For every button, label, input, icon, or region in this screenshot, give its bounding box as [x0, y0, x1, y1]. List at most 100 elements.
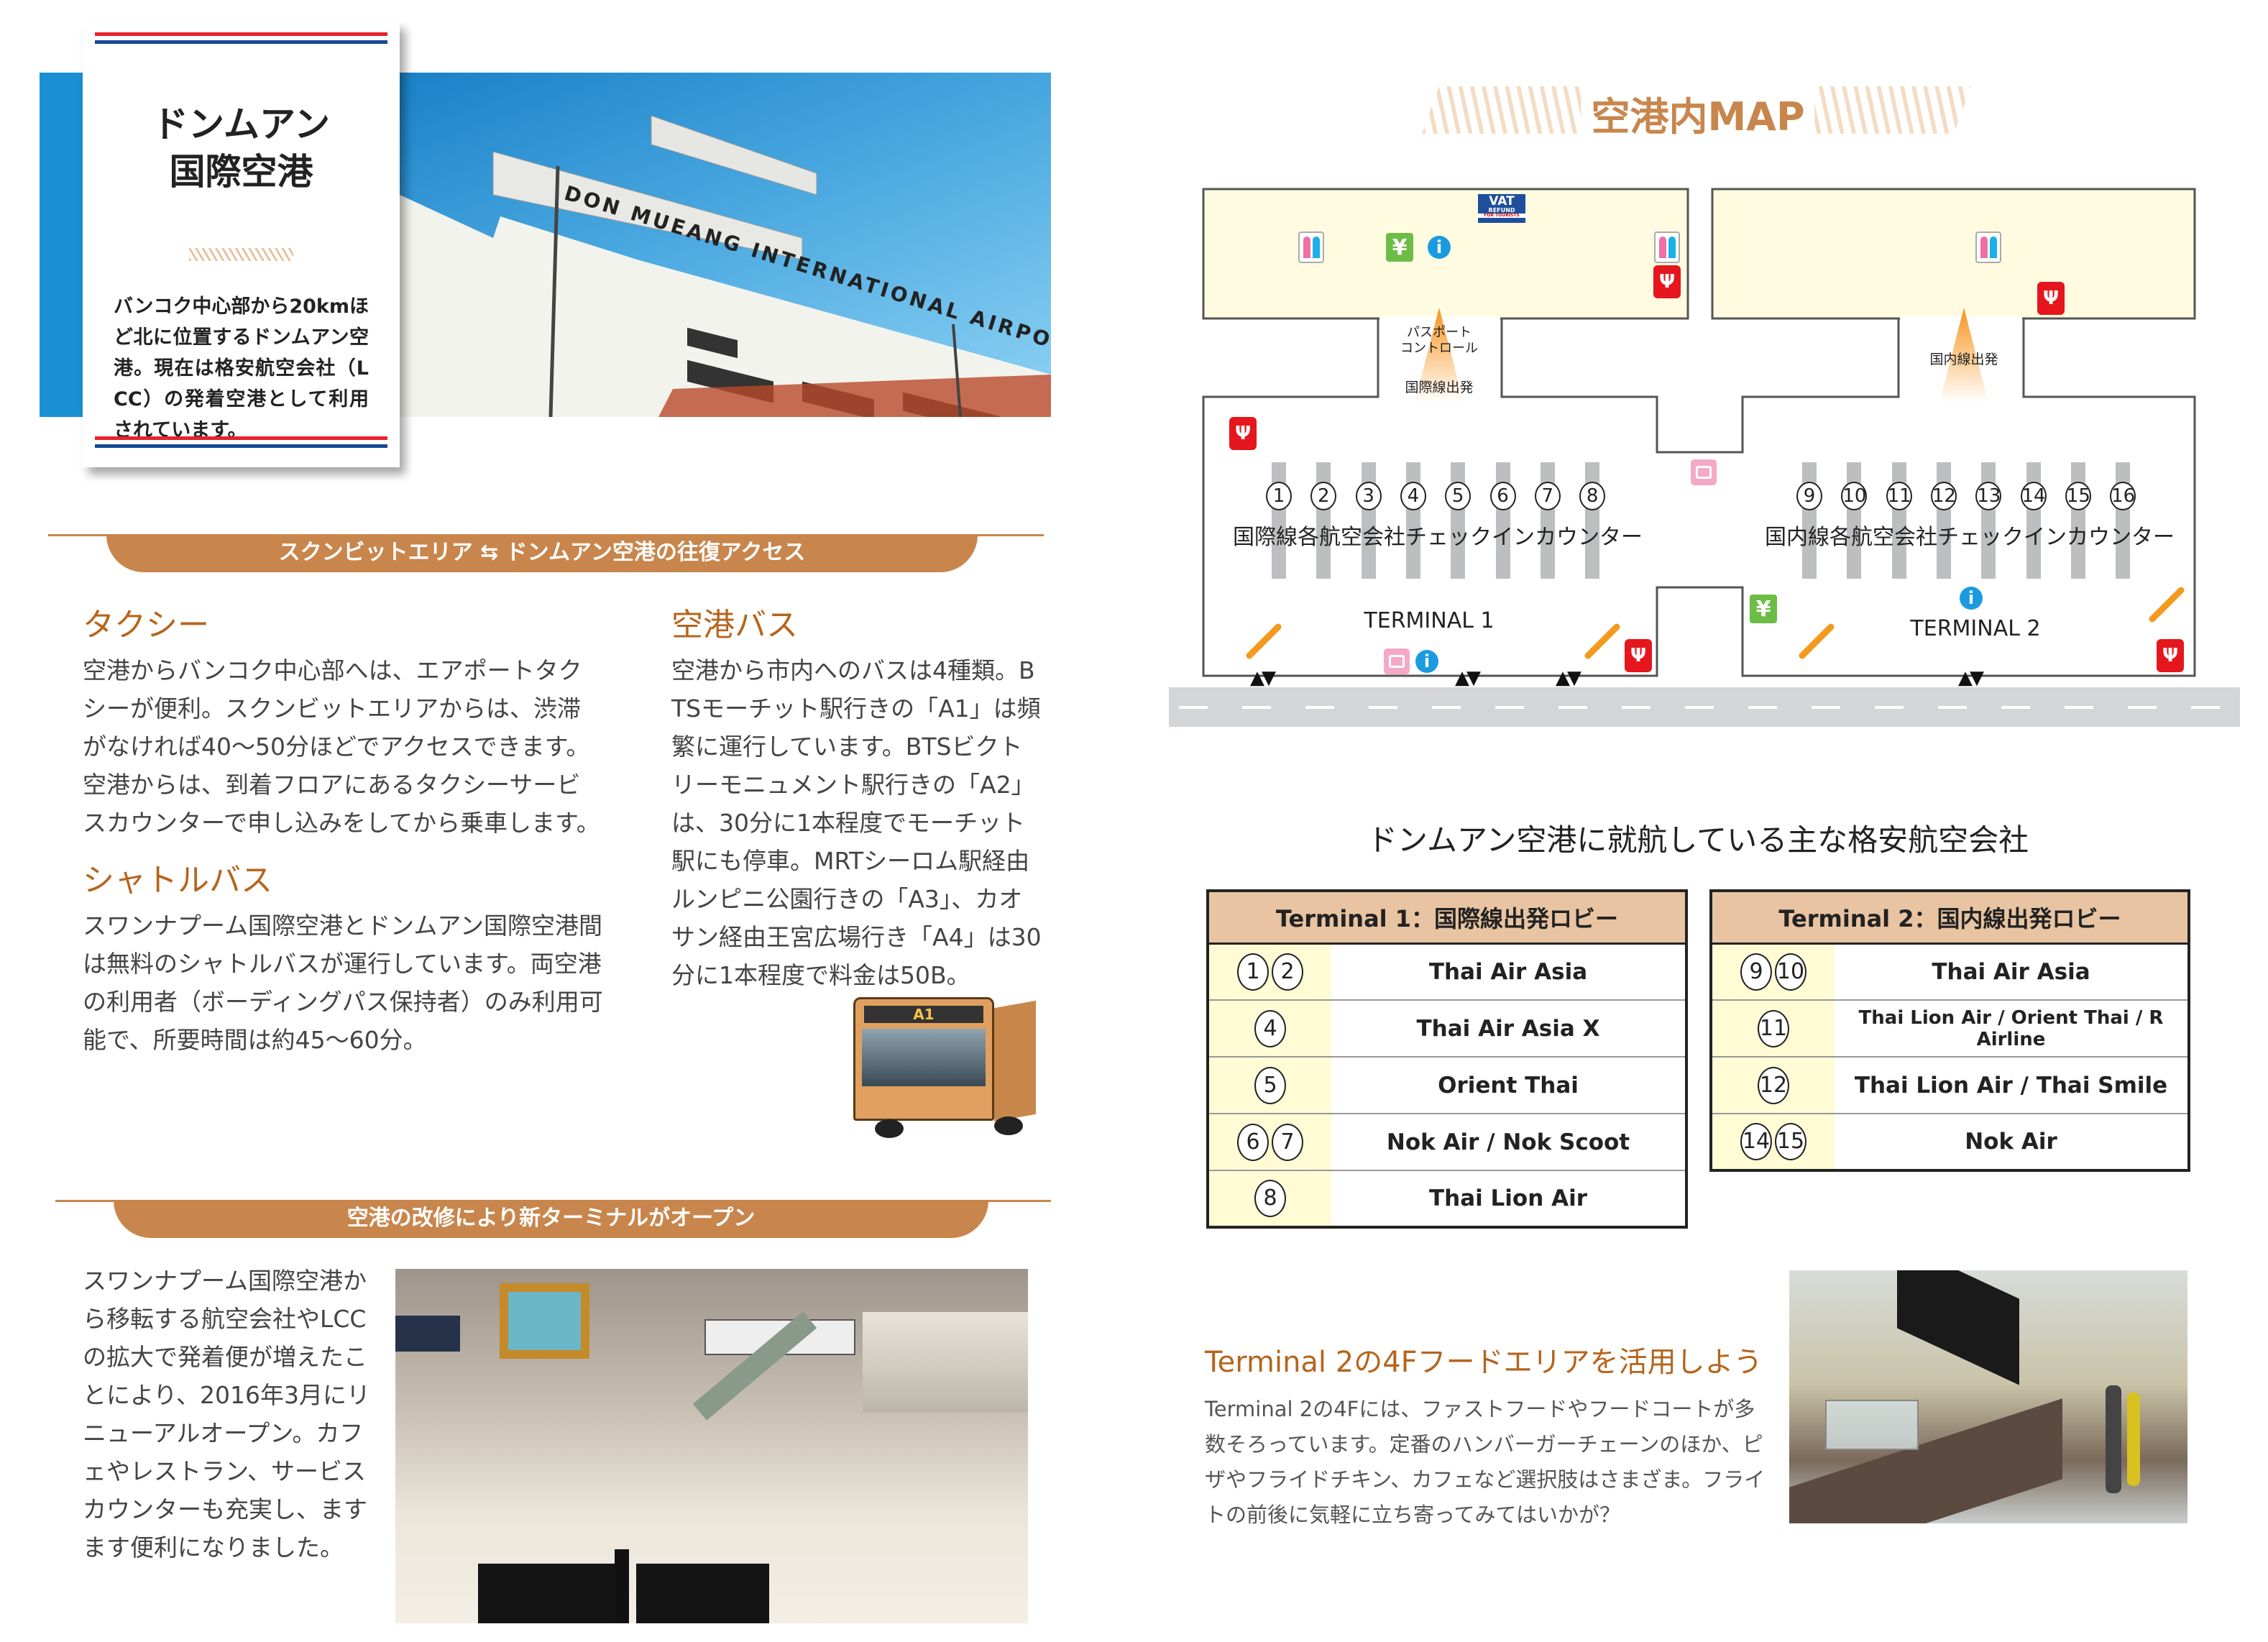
intro-text: バンコク中心部から20kmほど北に位置するドンムアン空港。現在は格安航空会社（L…	[114, 295, 369, 441]
counter-number: 4	[1254, 1009, 1286, 1047]
airline-name: Orient Thai	[1331, 1057, 1686, 1114]
renewal-banner: 空港の改修により新ターミナルがオープン	[114, 1201, 988, 1238]
currency-exchange-icon: ¥	[1386, 233, 1413, 262]
counter-number: 6	[1237, 1123, 1269, 1161]
counter-number: 10	[1775, 953, 1806, 991]
shuttle-text: スワンナプーム国際空港とドンムアン国際空港間は無料のシャトルバスが運行しています…	[83, 912, 603, 1054]
counter-number: 2	[1272, 953, 1303, 991]
counter-number: 1	[1266, 482, 1292, 510]
counter-number: 14	[2020, 482, 2047, 510]
food-text: Terminal 2の4Fには、ファストフードやフードコートが多数そろっています…	[1205, 1397, 1766, 1527]
renewal-text: スワンナプーム国際空港から移転する航空会社やLCCの拡大で発着便が増えたことによ…	[83, 1267, 370, 1561]
counter-number: 4	[1400, 482, 1426, 510]
restroom-icon	[1654, 231, 1680, 263]
map-title: 空港内MAP	[1581, 85, 1815, 142]
counter-number: 11	[1886, 482, 1912, 510]
counter-numbers: 11	[1711, 1000, 1835, 1058]
t2-counter-label: 国内線各航空会社チェックインカウンター	[1765, 525, 2175, 550]
airline-name: Thai Lion Air	[1331, 1170, 1686, 1228]
terminal-interior-photo	[395, 1269, 1028, 1623]
intl-departure-label: 国際線出発	[1405, 380, 1474, 395]
t2-upper-area	[1711, 188, 2196, 320]
airline-name: Thai Air Asia X	[1331, 1000, 1686, 1058]
food-column: Terminal 2の4Fフードエリアを活用しよう Terminal 2の4Fに…	[1205, 1343, 1766, 1533]
counter-number: 12	[1758, 1066, 1789, 1104]
escalator-icons	[1246, 587, 2185, 659]
title-line-1: ドンムアン	[152, 104, 330, 145]
counter-number: 14	[1740, 1123, 1772, 1160]
t1-counter-label: 国際線各航空会社チェックインカウンター	[1233, 525, 1643, 550]
airline-name: Thai Lion Air / Orient Thai / R Airline	[1835, 1000, 2189, 1058]
red-stripe	[95, 32, 387, 36]
red-stripe	[95, 436, 387, 440]
entrance-icon: ▲▼	[1455, 667, 1481, 689]
access-banner-text: スクンビットエリア ⇆ ドンムアン空港の往復アクセス	[278, 540, 806, 565]
food-heading: Terminal 2の4Fフードエリアを活用しよう	[1205, 1346, 1763, 1379]
currency-exchange-icon: ¥	[1750, 595, 1777, 623]
taxi-shuttle-column: タクシー 空港からバンコク中心部へは、エアポートタクシーが便利。スクンビットエリ…	[83, 604, 604, 1059]
counter-number: 10	[1841, 482, 1868, 510]
counter-number: 2	[1310, 482, 1337, 510]
airport-photo: DON MUEANG INTERNATIONAL AIRPORT	[400, 73, 1051, 417]
counter-number: 15	[1775, 1123, 1806, 1160]
information-icon: i	[1428, 236, 1451, 259]
bus-photo: A1	[853, 997, 1042, 1138]
terminal-2-label: TERMINAL 2	[1910, 616, 2041, 641]
counter-number: 3	[1355, 482, 1382, 510]
table-row: 11 Thai Lion Air / Orient Thai / R Airlin…	[1711, 1000, 2189, 1058]
blue-stripe	[95, 444, 387, 448]
counter-numbers: 12	[1711, 1057, 1835, 1114]
restaurant-icon: Ψ	[1229, 417, 1257, 450]
counter-number: 7	[1272, 1123, 1303, 1161]
counter-number: 15	[2065, 482, 2091, 510]
restaurant-icon: Ψ	[1625, 639, 1652, 672]
counter-number: 5	[1254, 1066, 1286, 1104]
access-banner: スクンビットエリア ⇆ ドンムアン空港の往復アクセス	[106, 535, 978, 572]
airline-name: Thai Air Asia	[1331, 943, 1686, 1001]
baggage-icon	[1691, 459, 1717, 485]
baggage-icon	[1384, 648, 1410, 674]
taxi-text: 空港からバンコク中心部へは、エアポートタクシーが便利。スクンビットエリアからは、…	[83, 656, 600, 837]
counter-number: 1	[1237, 953, 1269, 991]
vat-tourists-text: FOR TOURISTS	[1478, 214, 1525, 218]
restroom-icon	[1975, 231, 2001, 263]
counter-numbers: 4	[1208, 1000, 1331, 1058]
table-row: 4 Thai Air Asia X	[1208, 1000, 1686, 1058]
terminal-2-header: Terminal 2：国内線出発ロビー	[1711, 891, 2189, 945]
bus-column: 空港バス 空港から市内へのバスは4種類。BTSモーチット駅行きの「A1」は頻繁に…	[671, 604, 1042, 1138]
restroom-icon	[1298, 231, 1324, 263]
vat-text: VAT	[1489, 194, 1515, 208]
counter-number: 9	[1740, 953, 1772, 991]
taxi-heading: タクシー	[83, 607, 209, 643]
table-row: 5 Orient Thai	[1208, 1057, 1686, 1114]
decorative-hatch	[189, 248, 293, 261]
intl-departure-arrow	[1415, 308, 1464, 403]
shuttle-heading: シャトルバス	[83, 862, 272, 899]
terminal-1-header: Terminal 1：国際線出発ロビー	[1208, 891, 1686, 945]
vat-refund-text: REFUND	[1488, 207, 1515, 214]
restaurant-icon: Ψ	[1653, 265, 1681, 298]
counter-number: 6	[1489, 482, 1516, 510]
dom-departure-arrow	[1939, 308, 1988, 403]
bus-heading: 空港バス	[671, 607, 798, 643]
counter-numbers: 8	[1208, 1170, 1331, 1228]
counter-number: 13	[1975, 482, 2002, 510]
dom-departure-label: 国内線出発	[1929, 352, 1998, 367]
renewal-banner-text: 空港の改修により新ターミナルがオープン	[346, 1206, 756, 1231]
restaurant-icon: Ψ	[2157, 639, 2184, 672]
airline-name: Thai Air Asia	[1835, 943, 2189, 1001]
counter-number: 11	[1758, 1009, 1789, 1047]
counter-number: 7	[1534, 482, 1561, 510]
page-title: ドンムアン国際空港	[83, 101, 400, 196]
counter-number: 9	[1796, 482, 1822, 510]
